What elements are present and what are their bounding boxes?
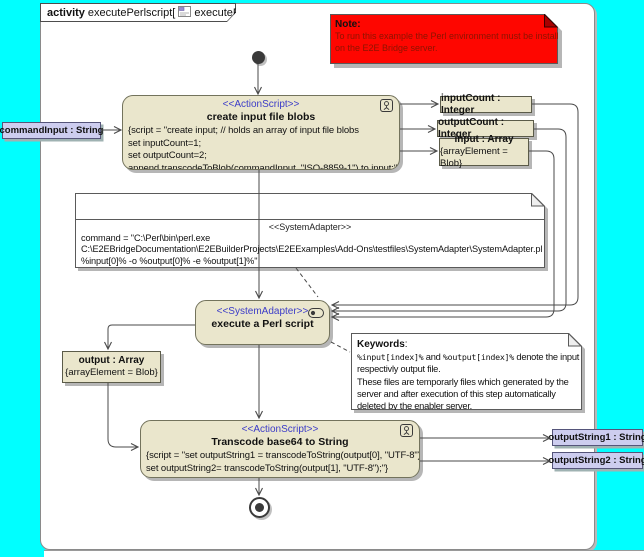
keywords-note[interactable]: Keywords: %input[index]% and %output[ind…	[351, 333, 582, 410]
note-fold-icon	[544, 14, 558, 28]
stereotype-label: <<SystemAdapter>>	[216, 306, 309, 317]
frame-keyword: activity	[47, 6, 85, 19]
red-note-title: Note:	[335, 19, 361, 30]
command-line: %input[0]% -o %output[0]% -e %output[1]%…	[81, 255, 258, 266]
script-line: set inputCount=1;	[128, 137, 202, 149]
parameter-commandInput[interactable]: commandInput : String	[0, 122, 104, 139]
parameter-label: outputString1 : String	[548, 432, 644, 443]
final-node[interactable]	[249, 497, 270, 518]
note-fold-icon	[568, 333, 582, 347]
parameter-outputString2[interactable]: outputString2 : String	[548, 452, 644, 469]
stereotype-label: <<SystemAdapter>>	[268, 222, 352, 232]
script-line: {script = "create input; // holds an arr…	[128, 125, 359, 136]
script-line: append transcodeToBlob(commandInput, "IS…	[128, 162, 400, 170]
action-script-icon	[380, 99, 393, 117]
action-name: create input file blobs	[206, 111, 316, 123]
command-line: command = "C:\Perl\bin\perl.exe	[81, 233, 211, 243]
parameter-label: commandInput : String	[0, 125, 104, 136]
object-node-input[interactable]: input : Array {arrayElement = Blob}	[439, 134, 529, 169]
note-top-compartment	[76, 194, 544, 220]
object-node-tag: {arrayElement = Blob}	[65, 367, 158, 378]
keywords-line: These files are temporarly files which g…	[357, 376, 569, 387]
script-line: set outputString2= transcodeToString(out…	[146, 462, 389, 474]
system-adapter-icon	[308, 305, 324, 323]
keywords-line: deleted by the enabler server.	[357, 401, 472, 412]
object-node-tag: {arrayElement = Blob}	[440, 146, 508, 169]
red-note[interactable]: Note: To run this example the Perl envir…	[330, 14, 558, 64]
object-node-inputCount[interactable]: inputCount : Integer	[440, 93, 532, 116]
frame-name: executePerlscript[	[87, 6, 176, 19]
stereotype-label: <<ActionScript>>	[222, 99, 300, 110]
parameter-outputString1[interactable]: outputString1 : String	[548, 429, 644, 446]
object-node-label: input : Array	[454, 134, 514, 145]
keywords-line: %input[index]% and %output[index]% denot…	[357, 352, 580, 362]
initial-node[interactable]	[252, 51, 265, 64]
activity-diagram-icon	[178, 6, 191, 20]
action-execute-perl-script[interactable]: <<SystemAdapter>> execute a Perl script	[195, 300, 330, 345]
action-create-input-file-blobs[interactable]: <<ActionScript>> create input file blobs…	[122, 95, 400, 170]
action-transcode-base64-to-string[interactable]: <<ActionScript>> Transcode base64 to Str…	[140, 420, 420, 478]
frame-bottom-edge	[44, 550, 644, 557]
command-note[interactable]: <<SystemAdapter>> command = "C:\Perl\bin…	[75, 193, 545, 268]
object-node-label: inputCount : Integer	[441, 92, 501, 116]
action-name: Transcode base64 to String	[211, 436, 349, 448]
script-line: set outputCount=2;	[128, 150, 207, 161]
object-node-output[interactable]: output : Array {arrayElement = Blob}	[62, 351, 161, 383]
keywords-line: respectivly output file.	[357, 364, 441, 375]
keywords-line: server and after execution of this step …	[357, 388, 556, 399]
keywords-title: Keywords	[357, 339, 405, 350]
stereotype-label: <<ActionScript>>	[241, 424, 319, 435]
activity-frame-header[interactable]: activity executePerlscript[ executePerls…	[40, 3, 236, 22]
object-node-label: output : Array	[78, 355, 145, 366]
action-name: execute a Perl script	[211, 318, 314, 330]
script-line: {script = "set outputString1 = transcode…	[146, 450, 420, 461]
parameter-label: outputString2 : String	[548, 455, 644, 466]
red-note-line: To run this example the Perl environment…	[335, 31, 569, 41]
red-note-line: on the E2E Bridge server.	[335, 42, 438, 53]
action-script-icon	[400, 424, 413, 442]
command-line: C:\E2EBridgeDocumentation\E2EBuilderProj…	[81, 244, 542, 255]
